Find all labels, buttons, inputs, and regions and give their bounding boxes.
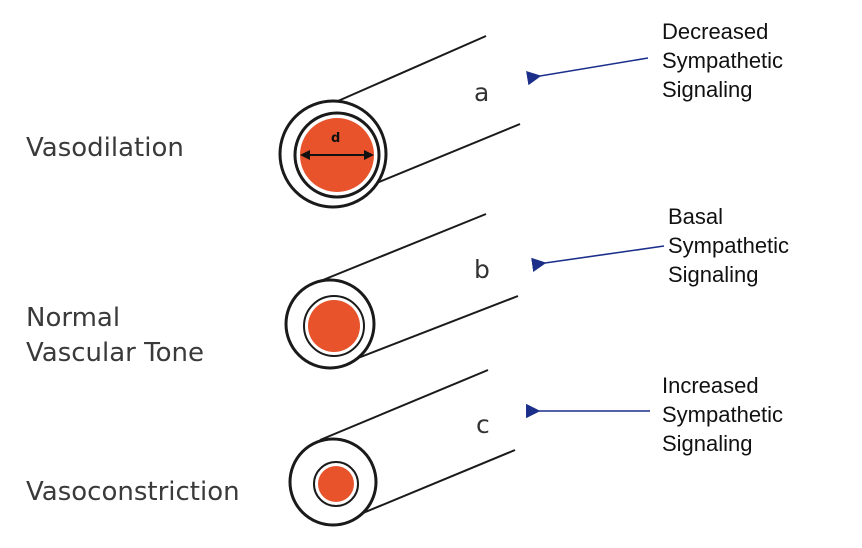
letter-c: c	[476, 410, 490, 439]
label-vascular-tone: Vascular Tone	[26, 338, 204, 368]
label-normal: Normal	[26, 303, 121, 333]
label-vasoconstriction: Vasoconstriction	[26, 477, 240, 507]
vessel-b-bottom-wall	[339, 295, 519, 366]
signal-b-line1: Basal	[668, 204, 724, 229]
vessel-b-top-wall	[317, 213, 487, 283]
vessel-c-lumen	[318, 466, 354, 502]
signal-c-line2: Sympathetic	[662, 402, 784, 427]
letter-b: b	[474, 255, 490, 284]
letter-a: a	[474, 78, 490, 107]
vessel-c	[288, 369, 516, 527]
signal-c-line3: Signaling	[662, 431, 753, 456]
signal-a-line3: Signaling	[662, 77, 753, 102]
vessel-a	[278, 35, 521, 209]
vessel-b	[284, 213, 519, 370]
arrow-b	[531, 245, 665, 272]
label-vasodilation: Vasodilation	[26, 133, 184, 163]
vessel-c-top-wall	[319, 369, 489, 441]
signal-c-line1: Increased	[662, 373, 759, 398]
arrow-a	[526, 57, 649, 86]
signal-b-line3: Signaling	[668, 262, 759, 287]
signal-a-line1: Decreased	[662, 19, 769, 44]
diameter-arrow-right	[364, 150, 374, 160]
signal-a-line2: Sympathetic	[662, 48, 784, 73]
diameter-arrow-left	[300, 150, 310, 160]
vessel-b-lumen	[308, 300, 360, 352]
signal-b-line2: Sympathetic	[668, 233, 790, 258]
diameter-label: d	[331, 131, 341, 146]
vessel-a-top-wall	[321, 35, 487, 109]
